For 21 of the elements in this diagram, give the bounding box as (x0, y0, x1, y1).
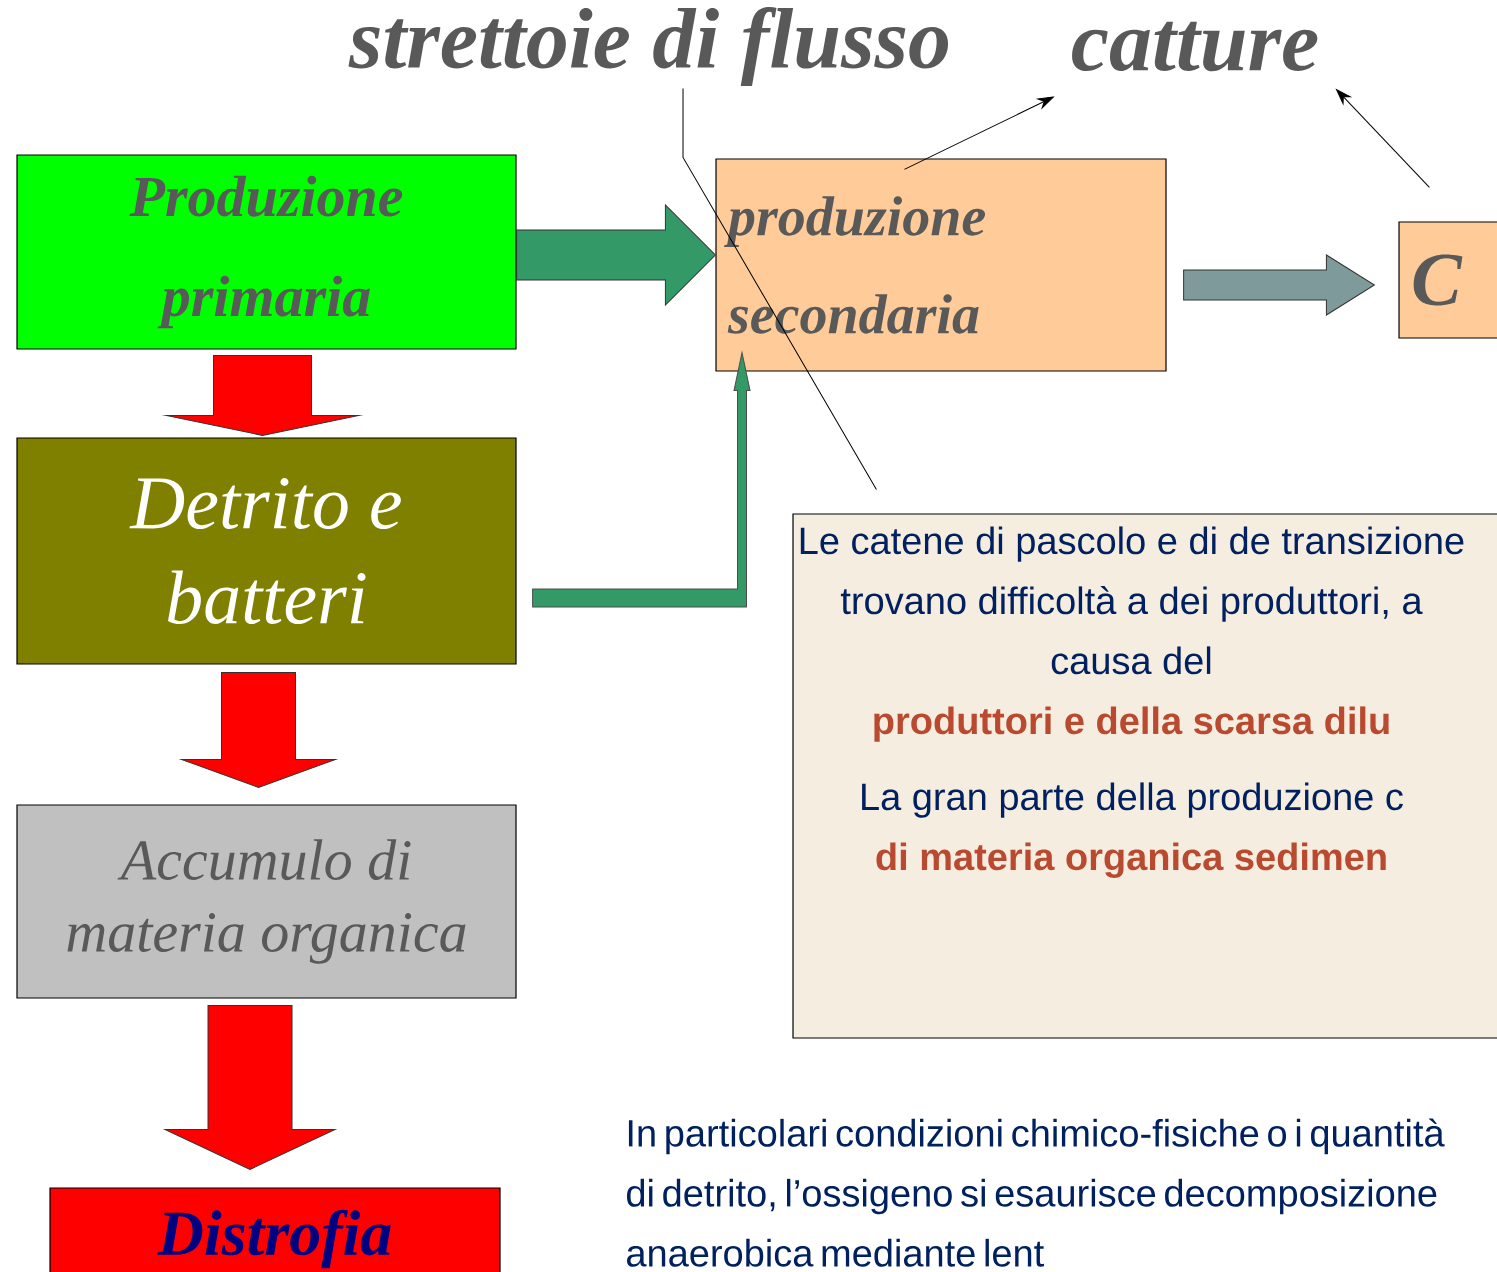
block-arrow (164, 1005, 336, 1170)
process-box: Produzione primaria (16, 154, 517, 350)
process-box: C (1398, 221, 1497, 339)
node-label: produttori e della scarsa dilu (874, 706, 1389, 742)
node-label: di materia organica sedimen (876, 842, 1386, 878)
paragraph: In particolari condizioni chimico-fisiche o i quantità di detrito, l’ossigeno si esaurisce decomposizione anaerobica mediante lent (627, 1118, 1445, 1267)
process-box: Detrito e batteri (16, 437, 517, 665)
block-arrow (516, 204, 716, 306)
arrow (903, 96, 1054, 170)
flow-label: catture (1072, 21, 1318, 72)
process-box: Accumulo di materia organica (16, 804, 517, 999)
block-arrow (181, 672, 336, 788)
node-label: Le catene di pascolo e di de transizione trovano difficoltà a dei produttori, a causa del (800, 526, 1464, 675)
block-arrow (1183, 254, 1375, 316)
flow-label: strettoie di flusso (348, 7, 949, 86)
node-label: La gran parte della produzione c (862, 782, 1403, 818)
arrow (1336, 89, 1430, 188)
process-box: Distrofia (49, 1187, 501, 1272)
text-panel (792, 513, 1497, 1039)
arrow (532, 352, 751, 608)
leader-line (682, 87, 877, 490)
